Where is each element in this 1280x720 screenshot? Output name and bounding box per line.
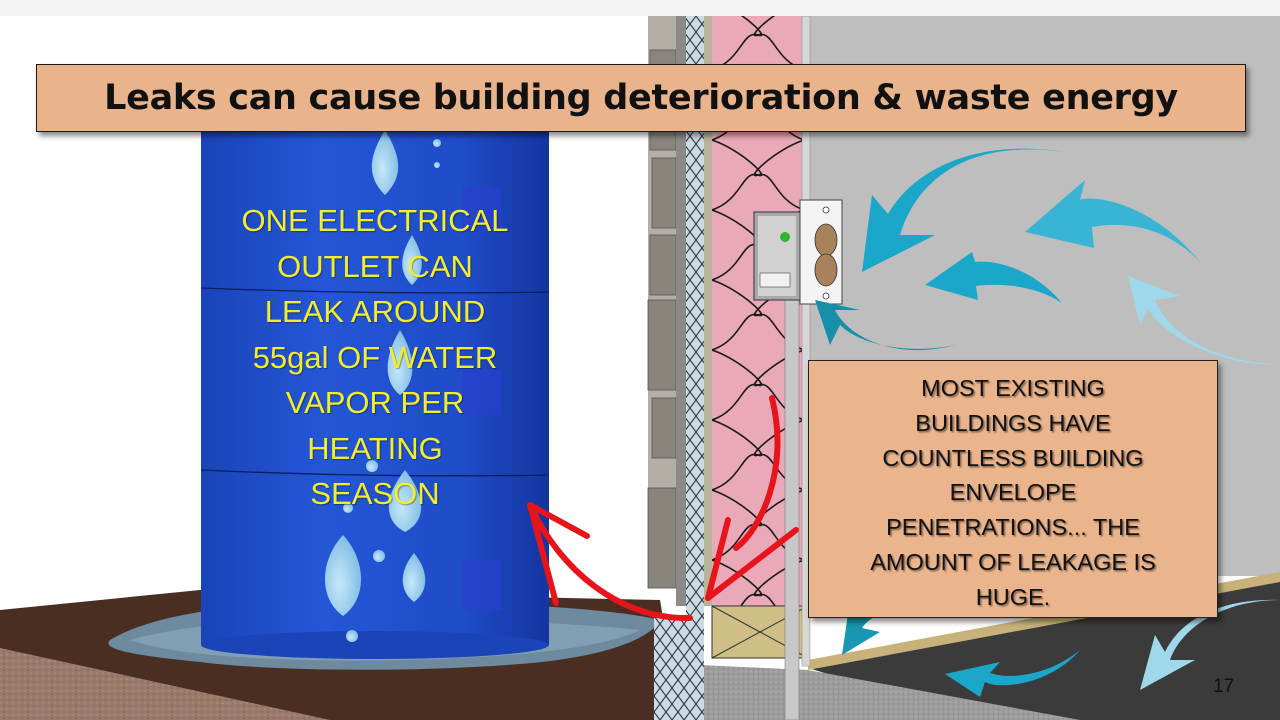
callout-line: AMOUNT OF LEAKAGE IS (870, 548, 1156, 575)
barrel-line: SEASON (310, 476, 440, 511)
callout-line: HUGE. (975, 583, 1051, 610)
wall-callout-text: MOST EXISTING BUILDINGS HAVE COUNTLESS B… (809, 371, 1217, 615)
barrel-line: 55gal OF WATER (252, 339, 498, 375)
barrel-line: OUTLET CAN (277, 248, 473, 284)
callout-line: MOST EXISTING (921, 375, 1105, 401)
callout-line: ENVELOPE (949, 479, 1077, 506)
callout-line: BUILDINGS HAVE (915, 409, 1111, 436)
callout-line: PENETRATIONS... THE (886, 514, 1140, 541)
slide-title: Leaks can cause building deterioration &… (104, 78, 1178, 118)
wall-callout-box: MOST EXISTING BUILDINGS HAVE COUNTLESS B… (808, 360, 1218, 618)
callout-line: COUNTLESS BUILDING (882, 444, 1144, 471)
top-strip (0, 0, 1280, 16)
barrel-line: ONE ELECTRICAL (241, 203, 509, 238)
barrel-callout-text: ONE ELECTRICAL OUTLET CAN LEAK AROUND 55… (205, 198, 545, 517)
slide-title-banner: Leaks can cause building deterioration &… (36, 64, 1246, 132)
barrel-line: LEAK AROUND (264, 294, 486, 329)
page-number: 17 (1213, 676, 1235, 697)
barrel-line: VAPOR PER (285, 385, 465, 420)
electrical-outlet (753, 199, 843, 305)
barrel-line: HEATING (307, 430, 443, 466)
water-drops (324, 130, 441, 642)
